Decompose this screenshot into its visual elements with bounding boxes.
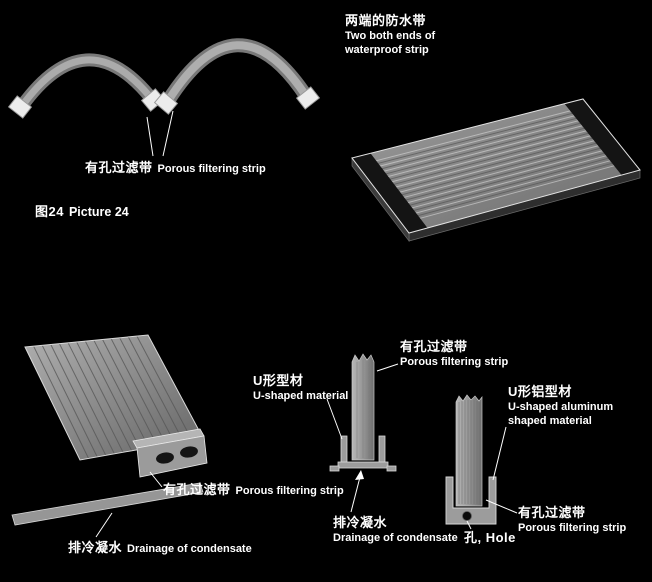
label-alu-filter: 有孔过滤带 Porous filtering strip	[518, 504, 626, 535]
label-edge-filter: 有孔过滤带 Porous filtering strip	[163, 481, 344, 499]
sheet-ribs	[33, 335, 193, 459]
arches-filter-en: Porous filtering strip	[157, 163, 266, 175]
drain-hole-right	[180, 446, 198, 458]
arch-right-highlight	[164, 41, 310, 104]
panel-ribs-light	[357, 105, 633, 224]
u-profile-section-figure	[326, 353, 399, 513]
hole-circle	[462, 511, 472, 521]
u-section-drain-cn: 排冷凝水	[333, 515, 388, 530]
arches-filter-cn: 有孔过滤带	[85, 160, 153, 175]
u-profile-base	[337, 461, 389, 469]
leader-line-filter-mid	[376, 363, 399, 372]
label-u-section-drain: 排冷凝水 Drainage of condensate	[333, 514, 458, 545]
leader-line-alu-material	[492, 426, 507, 481]
alu-filter-en: Porous filtering strip	[518, 522, 627, 534]
u-profile-left-wall	[340, 435, 348, 467]
strip-end-cap	[153, 91, 179, 115]
strip-end-cap	[7, 95, 33, 119]
alu-strip-texture	[458, 400, 481, 504]
alu-material-cn: U形铝型材	[508, 384, 572, 399]
drain-arrowhead	[355, 470, 364, 480]
edge-drain-cn: 排冷凝水	[68, 540, 123, 555]
arched-strips-figure	[7, 38, 321, 157]
alu-material-en1: U-shaped aluminum	[508, 401, 614, 413]
aluminum-profile-section-figure	[445, 394, 518, 530]
u-section-filter-en: Porous filtering strip	[400, 356, 509, 368]
panel-title: 两端的防水带 Two both ends of waterproof strip	[345, 12, 435, 57]
waterproof-band-left	[352, 153, 428, 233]
leader-lines-edge	[95, 471, 163, 538]
label-edge-drain: 排冷凝水 Drainage of condensate	[68, 539, 252, 557]
waterproof-band-right	[564, 99, 640, 175]
figure-caption-cn: 图24	[35, 204, 64, 219]
condensate-strip	[11, 482, 204, 526]
label-u-section-filter: 有孔过滤带 Porous filtering strip	[400, 338, 508, 369]
label-alu-material: U形铝型材 U-shaped aluminum shaped material	[508, 383, 613, 428]
panel-ribs-dark	[359, 108, 631, 222]
figure-caption-en: Picture 24	[68, 205, 129, 219]
u-profile	[329, 435, 397, 472]
alu-filter-cn: 有孔过滤带	[518, 505, 586, 520]
panel-outline	[351, 98, 641, 234]
strip-end-cap	[295, 86, 321, 110]
alu-material-en2: shaped material	[508, 415, 592, 427]
leader-line-hole	[466, 520, 472, 530]
u-profile-right-wall	[378, 435, 386, 467]
figure-caption: 图24 Picture 24	[35, 203, 129, 221]
edge-drain-en: Drainage of condensate	[127, 543, 252, 555]
u-material-en: U-shaped material	[253, 390, 349, 402]
leader-line-u-material	[326, 398, 343, 440]
u-material-cn: U形型材	[253, 373, 304, 388]
alu-profile	[445, 476, 497, 525]
u-section-drain-en: Drainage of condensate	[333, 532, 458, 544]
edge-filter-cn: 有孔过滤带	[163, 482, 231, 497]
waterproof-panel-figure	[351, 98, 641, 243]
panel-title-en1: Two both ends of	[345, 30, 436, 42]
u-section-filter-cn: 有孔过滤带	[400, 339, 468, 354]
leader-line-alu-filter	[485, 499, 518, 514]
panel-title-en2: waterproof strip	[345, 44, 429, 56]
leader-lines-arches	[146, 110, 174, 157]
drain-hole-left	[156, 452, 174, 464]
label-arches-filter: 有孔过滤带 Porous filtering strip	[85, 159, 266, 177]
alu-filter-strip-section	[455, 394, 483, 507]
u-profile-left-foot	[329, 465, 340, 472]
filter-strip-texture	[356, 360, 370, 458]
hole-label-text: 孔, Hole	[464, 530, 516, 545]
label-hole: 孔, Hole	[464, 529, 516, 547]
edge-filter-en: Porous filtering strip	[235, 485, 344, 497]
arch-left-highlight	[19, 56, 154, 109]
sheet-edge-figure	[11, 334, 208, 538]
u-profile-right-foot	[386, 465, 397, 472]
strip-end-caps	[7, 86, 321, 119]
leader-line-drain-mid	[350, 476, 361, 513]
label-u-material: U形型材 U-shaped material	[253, 372, 348, 403]
panel-title-cn: 两端的防水带	[345, 13, 427, 28]
